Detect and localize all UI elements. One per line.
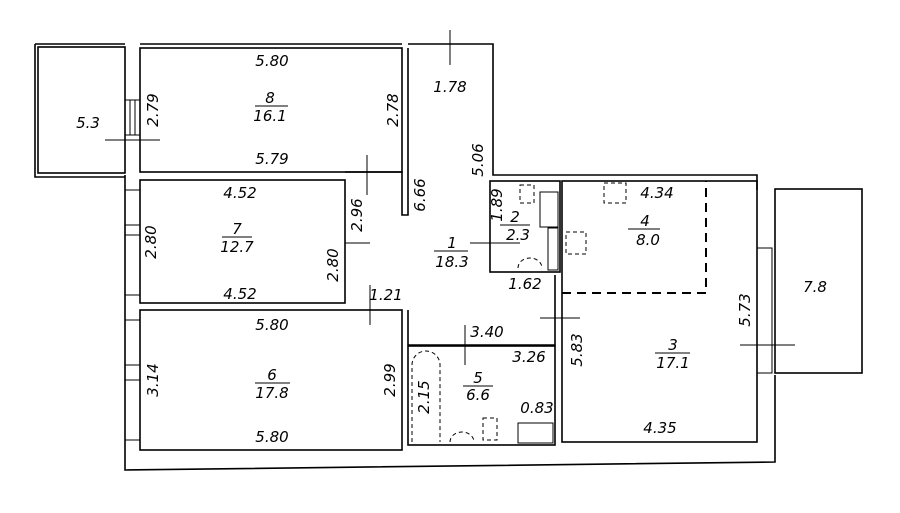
room-8-dim: 2.79 (144, 93, 162, 126)
room-1-dim: 1.62 (508, 275, 541, 293)
room-7-dim: 2.96 (348, 198, 366, 231)
room-8-dim: 5.79 (255, 150, 288, 168)
room-1-dim: 5.06 (469, 143, 487, 176)
room-6-dim: 2.99 (381, 363, 399, 396)
room-6 (139, 309, 403, 451)
section-marks (345, 30, 580, 365)
room-1-dim: 1.21 (369, 286, 402, 304)
room-6-dim: 3.14 (144, 363, 162, 396)
corridor-wall-lower (407, 275, 556, 346)
room-3-dim: 5.73 (736, 293, 754, 326)
room-2 (489, 180, 561, 273)
balcony-right-area: 7.8 (803, 278, 827, 296)
balcony-left-area: 5.3 (76, 114, 100, 132)
room-4-area: 8.0 (636, 231, 660, 249)
room-7-dim: 2.80 (142, 225, 160, 258)
room-4-dim: 4.34 (640, 184, 673, 202)
room-4-boundary (562, 181, 707, 294)
room-5-dim: 0.83 (520, 399, 553, 417)
room-6-dim: 5.80 (255, 428, 288, 446)
room-8-dim: 5.80 (255, 52, 288, 70)
room-7-area: 12.7 (220, 238, 254, 256)
room-8 (139, 47, 403, 173)
room-8-number: 8 (265, 89, 275, 107)
balcony-right (774, 188, 863, 374)
room-5-dim: 2.15 (415, 380, 433, 413)
room-6-area: 17.8 (255, 384, 288, 402)
room-2-area: 2.3 (506, 226, 530, 244)
room-1-number: 1 (447, 234, 457, 252)
balcony-left (37, 46, 126, 174)
room-8-area: 16.1 (253, 107, 286, 125)
room-7-dim: 4.52 (223, 184, 256, 202)
room-1-area: 18.3 (435, 253, 468, 271)
room-3-number: 3 (668, 336, 678, 354)
room-3-area: 17.1 (656, 354, 689, 372)
room-6-dim: 5.80 (255, 316, 288, 334)
room-1-dim: 3.40 (470, 323, 503, 341)
room-3-dim: 4.35 (643, 419, 676, 437)
room-2-number: 2 (510, 208, 520, 226)
room-1-dim: 6.66 (411, 178, 429, 211)
room-5-area: 6.6 (466, 386, 490, 404)
room-5-dim: 3.26 (512, 348, 545, 366)
room-1-dim: 1.78 (433, 78, 466, 96)
room-7-dim: 4.52 (223, 285, 256, 303)
room-7-number: 7 (232, 220, 242, 238)
corridor-wall (345, 48, 409, 216)
room-5-number: 5 (473, 369, 483, 387)
room-3 (561, 180, 758, 443)
room-4-number: 4 (640, 212, 650, 230)
room-8-dim: 2.78 (384, 93, 402, 126)
fixtures (411, 182, 627, 444)
window-right (756, 247, 773, 374)
room-5 (407, 345, 556, 446)
room-7-dim: 2.80 (324, 248, 342, 281)
room-2-dim: 1.89 (488, 188, 506, 221)
room-6-number: 6 (267, 366, 277, 384)
room-7 (139, 179, 346, 304)
room-3-dim: 5.83 (568, 333, 586, 366)
